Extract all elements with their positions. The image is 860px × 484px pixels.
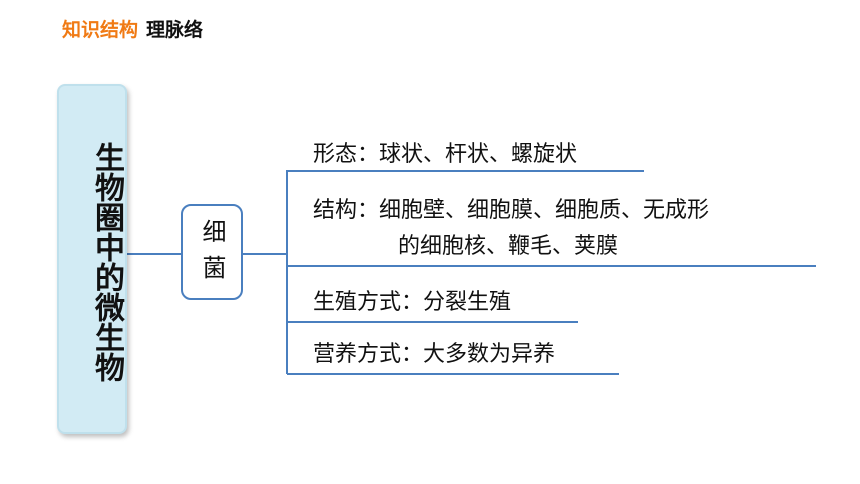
branch-structure: 结构：细胞壁、细胞膜、细胞质、无成形	[313, 198, 710, 223]
section-header: 知识结构理脉络	[62, 16, 203, 44]
branch-structure-cont: 的细胞核、鞭毛、荚膜	[398, 234, 619, 259]
section-tag: 知识结构	[62, 19, 139, 41]
bacteria-node: 细菌	[181, 204, 243, 300]
section-subtitle: 理脉络	[146, 19, 204, 41]
branch-reproduction: 生殖方式：分裂生殖	[313, 290, 512, 315]
root-title: 生物圈中的微生物	[89, 142, 124, 382]
root-node: 生物圈中的微生物	[57, 84, 127, 434]
branch-nutrition: 营养方式：大多数为异养	[313, 342, 556, 367]
bacteria-title: 细菌	[198, 219, 226, 291]
branch-morphology: 形态：球状、杆状、螺旋状	[313, 142, 578, 167]
